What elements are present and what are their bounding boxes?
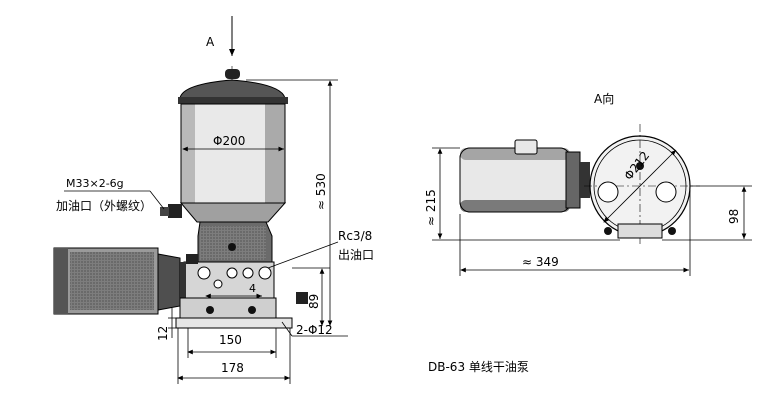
- outlet-thread-label: Rc3/8: [338, 229, 372, 243]
- housing-bolt: [228, 243, 236, 251]
- base-height-label: 89: [307, 294, 321, 309]
- side-base-bolt-1: [604, 227, 612, 235]
- base-plate: [175, 317, 293, 329]
- motor-texture: [70, 252, 154, 310]
- reservoir-lid: [179, 79, 286, 99]
- base-bolt-2: [248, 306, 256, 314]
- outlet-leader: [267, 241, 339, 269]
- overall-width-label: 178: [221, 361, 244, 375]
- side-motor-flange: [565, 151, 581, 209]
- side-offset-label: 98: [727, 209, 741, 224]
- port-1: [197, 266, 211, 280]
- side-port-left: [597, 181, 619, 203]
- reservoir-shade-left: [181, 104, 195, 203]
- side-bolt: [296, 292, 308, 304]
- base-width-label: 150: [219, 333, 242, 347]
- base-bolt-1: [206, 306, 214, 314]
- lid-rim: [178, 97, 288, 104]
- motor-coupling: [180, 262, 186, 298]
- diameter-label: Φ200: [213, 134, 245, 148]
- port-2: [226, 267, 238, 279]
- fill-port-label: 加油口（外螺纹）: [56, 199, 152, 213]
- lid-knob: [225, 69, 240, 79]
- fill-port-thread: [160, 207, 169, 216]
- drawing-caption: DB-63 单线干油泵: [428, 360, 529, 374]
- pump-body: [183, 261, 275, 299]
- front-view: A Φ200 M33×2-6g 加油口（外螺纹）: [53, 16, 374, 384]
- thread-label: M33×2-6g: [66, 177, 124, 190]
- side-base-bolt-2: [668, 227, 676, 235]
- motor-flange: [157, 253, 181, 311]
- base-block: [179, 297, 277, 319]
- view-arrow-label: A: [206, 35, 215, 49]
- reservoir-shade-right: [265, 104, 285, 203]
- fill-port: [168, 204, 182, 218]
- height-label: ≈ 530: [314, 173, 328, 210]
- side-motor-shade-bottom: [460, 200, 570, 212]
- motor-end-cap: [54, 248, 68, 314]
- pump-housing-texture: [200, 226, 266, 260]
- reservoir-bottom: [179, 202, 287, 223]
- side-terminal-box: [514, 139, 538, 155]
- holes-leader: [281, 321, 293, 337]
- holes-label: 2-Φ12: [296, 323, 333, 337]
- side-base: [617, 223, 663, 239]
- outlet-label: 出油口: [338, 248, 374, 262]
- outlet-port: [258, 266, 272, 280]
- side-view: A向 Φ212 ≈ 215 98: [424, 91, 752, 276]
- side-height-label: ≈ 215: [424, 189, 438, 226]
- side-motor-shade-top: [460, 148, 570, 160]
- side-view-title: A向: [594, 91, 614, 106]
- terminal-box: [186, 254, 198, 264]
- port-4: [213, 279, 223, 289]
- side-coupling: [580, 162, 590, 198]
- small-dim-label: 4: [249, 282, 256, 295]
- port-3: [242, 267, 254, 279]
- thread-leader-2: [149, 190, 165, 210]
- base-thickness-label: 12: [156, 326, 170, 341]
- side-diameter-dimension: [603, 149, 677, 223]
- side-port-right: [655, 181, 677, 203]
- side-length-label: ≈ 349: [522, 255, 559, 269]
